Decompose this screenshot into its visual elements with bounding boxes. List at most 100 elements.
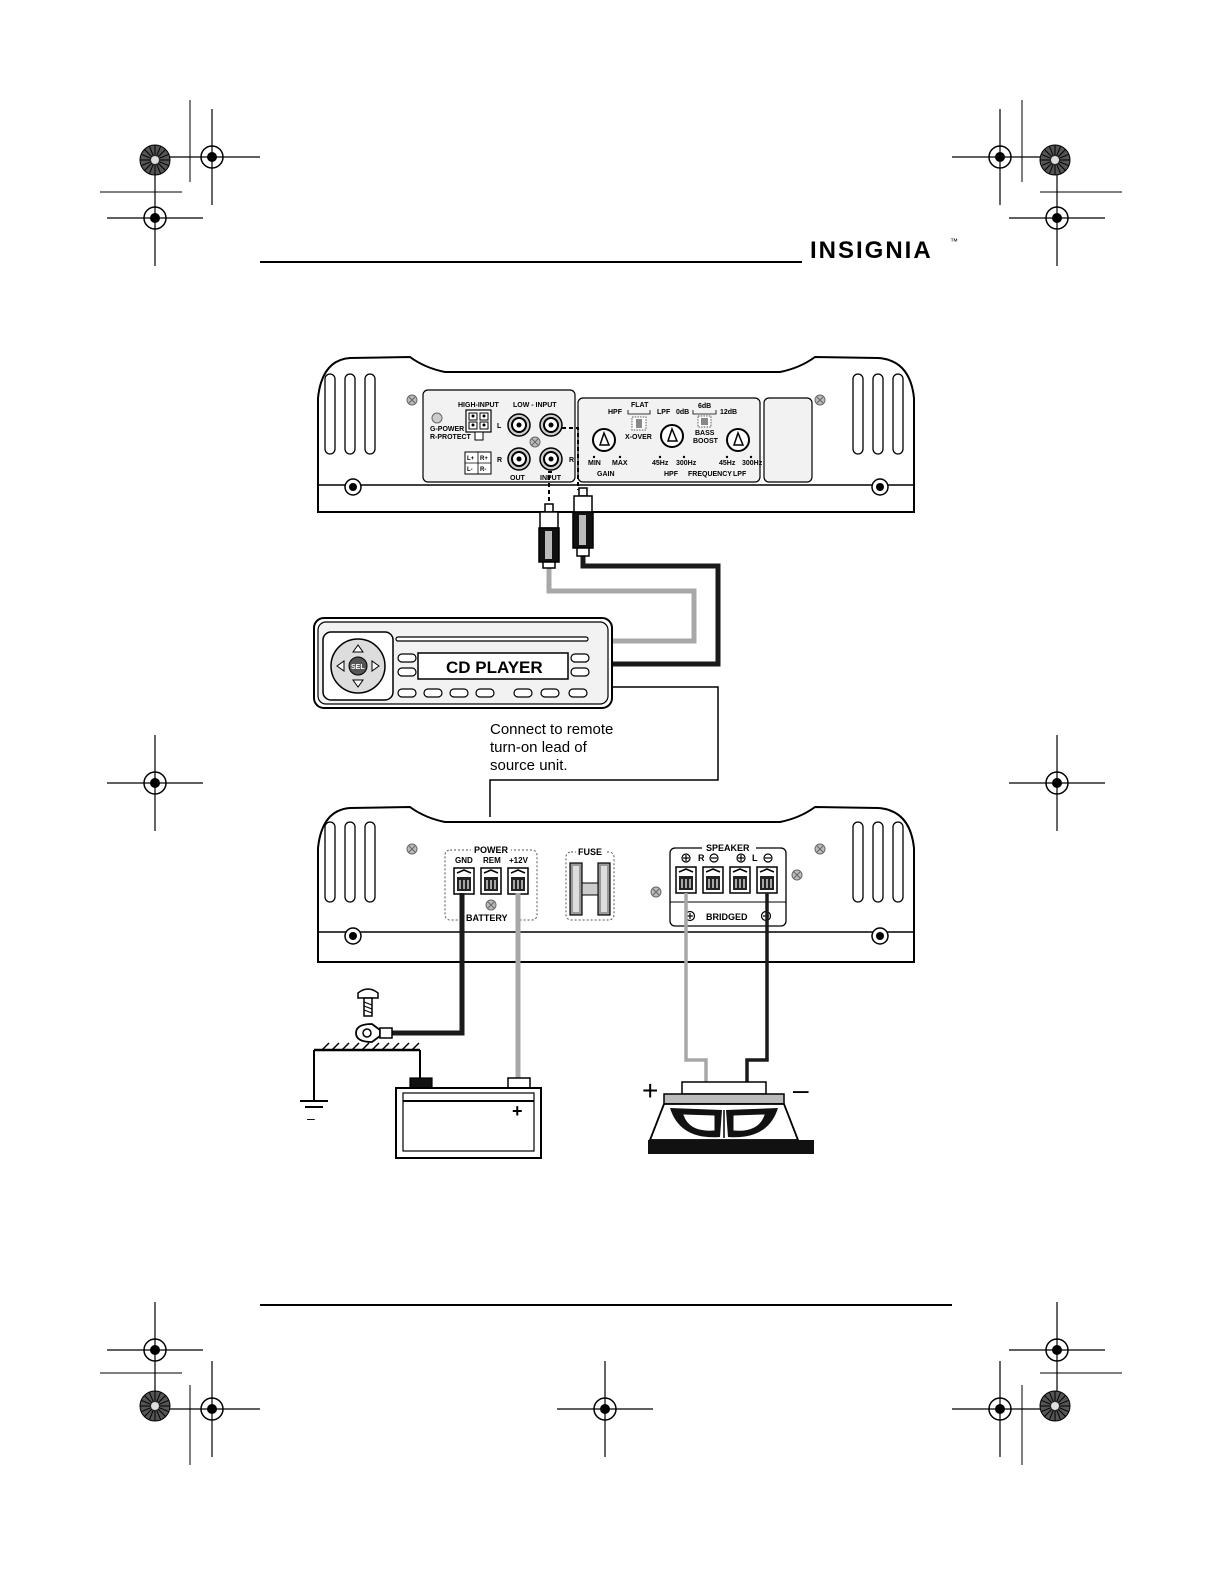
amplifier-bottom-view: POWER GND REM +12V BATTERY FUSE SPEAKER bbox=[318, 807, 914, 962]
cd-button[interactable] bbox=[569, 689, 587, 697]
plus12v-label: +12V bbox=[509, 856, 529, 865]
color-wheel-icon bbox=[1040, 1391, 1070, 1421]
zero-db-label: 0dB bbox=[676, 409, 689, 416]
x-over-label: X-OVER bbox=[625, 434, 652, 441]
gnd-label: GND bbox=[455, 856, 473, 865]
color-wheel-icon bbox=[140, 145, 170, 175]
heatsink-fins bbox=[853, 822, 903, 902]
lpf-switch-label: LPF bbox=[657, 409, 671, 416]
speaker-label: SPEAKER bbox=[706, 843, 750, 853]
cd-button[interactable] bbox=[398, 654, 416, 662]
cd-button[interactable] bbox=[571, 654, 589, 662]
sel-button[interactable]: SEL bbox=[351, 664, 365, 671]
boost-label: BOOST bbox=[693, 438, 719, 445]
color-wheel-icon bbox=[1040, 145, 1070, 175]
amplifier-top-view: HIGH-INPUT LOW - INPUT G-POWER R-PROTECT… bbox=[318, 357, 914, 512]
bass-label: BASS bbox=[695, 430, 715, 437]
registration-mark-icon bbox=[952, 109, 1048, 205]
registration-mark-icon bbox=[557, 1361, 653, 1457]
gain-label: GAIN bbox=[597, 471, 615, 478]
lpf-frequency-knob[interactable] bbox=[727, 429, 749, 451]
speaker-l-minus-terminal bbox=[757, 867, 777, 893]
cd-button[interactable] bbox=[398, 668, 416, 676]
right-input-label: R bbox=[569, 457, 574, 464]
speaker-l-plus-terminal bbox=[730, 867, 750, 893]
color-wheel-icon bbox=[140, 1391, 170, 1421]
hpf-label: HPF bbox=[664, 471, 679, 478]
hpf-switch-label: HPF bbox=[608, 409, 623, 416]
bridged-label: BRIDGED bbox=[706, 912, 748, 922]
registration-mark-icon bbox=[164, 109, 260, 205]
lpf-label: LPF bbox=[733, 471, 747, 478]
panel-screw bbox=[815, 395, 825, 405]
cd-button[interactable] bbox=[424, 689, 442, 697]
screw-icon bbox=[358, 989, 378, 1016]
rca-in-left bbox=[540, 414, 562, 436]
power-led bbox=[432, 413, 442, 423]
cd-button[interactable] bbox=[476, 689, 494, 697]
cd-player-head-unit: SEL CD PLAYER bbox=[314, 618, 612, 708]
hpf-frequency-knob[interactable] bbox=[661, 425, 683, 447]
pin-l-plus: L+ bbox=[467, 456, 475, 462]
registration-mark-icon bbox=[1009, 1302, 1105, 1398]
registration-mark-icon bbox=[107, 170, 203, 266]
cd-button[interactable] bbox=[398, 689, 416, 697]
remote-note-line3: source unit. bbox=[490, 757, 568, 774]
cd-button[interactable] bbox=[450, 689, 468, 697]
pin-r-minus: R- bbox=[480, 467, 486, 473]
flat-label: FLAT bbox=[631, 402, 649, 409]
hpf-min-freq-label: 45Hz bbox=[652, 460, 669, 467]
ground-symbol-icon bbox=[300, 1101, 328, 1107]
speaker-r-minus-terminal bbox=[703, 867, 723, 893]
registration-mark-icon bbox=[1009, 735, 1105, 831]
panel-screw bbox=[815, 844, 825, 854]
battery-plus: + bbox=[512, 1101, 523, 1121]
lpf-min-freq-label: 45Hz bbox=[719, 460, 736, 467]
rem-label: REM bbox=[483, 856, 501, 865]
gain-max-label: MAX bbox=[612, 460, 628, 467]
rca-in-right bbox=[540, 448, 562, 470]
registration-mark-icon bbox=[107, 1302, 203, 1398]
speaker bbox=[648, 1082, 814, 1154]
speaker-r-label: R bbox=[698, 853, 705, 863]
panel-screw bbox=[407, 844, 417, 854]
panel-screw bbox=[486, 900, 496, 910]
speaker-minus: – bbox=[793, 1074, 809, 1105]
brand-logo: INSIGNIA bbox=[810, 237, 933, 264]
speaker-l-label: L bbox=[752, 853, 758, 863]
trademark-mark: ™ bbox=[950, 237, 958, 246]
heatsink-fins bbox=[853, 374, 903, 454]
speaker-plus: + bbox=[642, 1075, 658, 1106]
speaker-r-plus-terminal bbox=[676, 867, 696, 893]
six-db-label: 6dB bbox=[698, 403, 711, 410]
gain-knob[interactable] bbox=[593, 429, 615, 451]
high-input-label: HIGH-INPUT bbox=[458, 402, 500, 409]
pin-r-plus: R+ bbox=[480, 456, 488, 462]
twelve-db-label: 12dB bbox=[720, 409, 737, 416]
battery-label: BATTERY bbox=[466, 913, 508, 923]
cd-button[interactable] bbox=[571, 668, 589, 676]
input-label: INPUT bbox=[540, 475, 562, 482]
amplifier-body bbox=[318, 807, 914, 962]
fuse-label: FUSE bbox=[578, 847, 602, 857]
cd-button[interactable] bbox=[541, 689, 559, 697]
rca-out-left bbox=[508, 414, 530, 436]
frequency-label: FREQUENCY bbox=[688, 471, 732, 478]
cd-button[interactable] bbox=[514, 689, 532, 697]
panel-screw bbox=[407, 395, 417, 405]
panel-screw bbox=[530, 437, 540, 447]
registration-mark-icon bbox=[164, 1361, 260, 1457]
out-label: OUT bbox=[510, 475, 526, 482]
remote-note-line2: turn-on lead of bbox=[490, 739, 588, 756]
rem-terminal bbox=[481, 868, 501, 894]
ring-terminal-icon bbox=[356, 1024, 392, 1042]
registration-mark-icon bbox=[107, 735, 203, 831]
registration-marks bbox=[100, 100, 1122, 1465]
disc-slot bbox=[396, 637, 588, 641]
rca-out-right bbox=[508, 448, 530, 470]
ground-minus: – bbox=[307, 1110, 315, 1126]
heatsink-fins bbox=[325, 374, 375, 454]
rca-plug-icon bbox=[539, 504, 559, 568]
pin-l-minus: L- bbox=[467, 467, 473, 473]
